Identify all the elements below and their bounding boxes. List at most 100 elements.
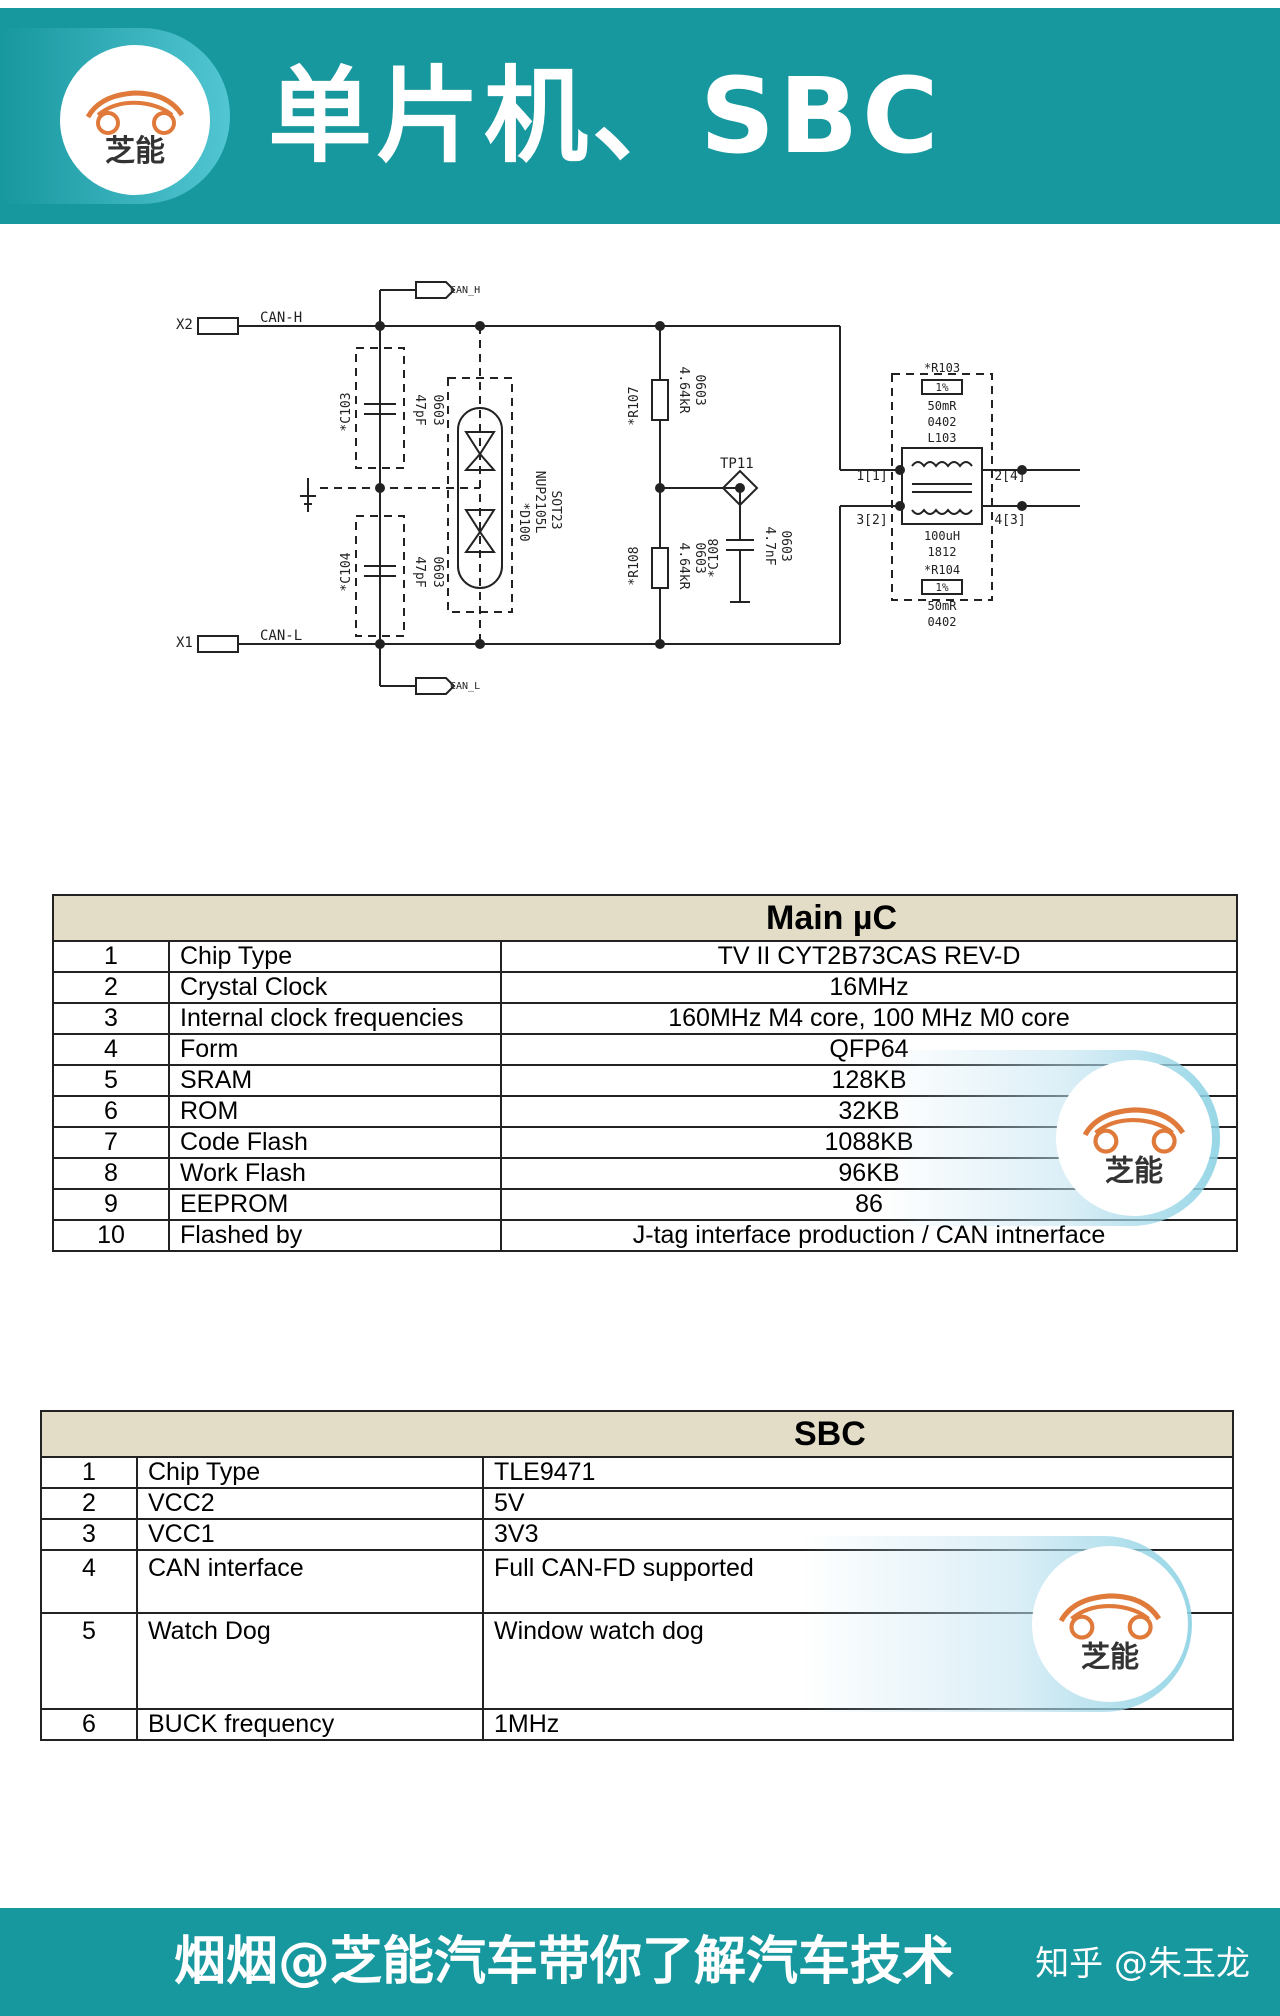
- row-value: 1MHz: [481, 1708, 1235, 1741]
- row-param: Chip Type: [136, 1456, 484, 1489]
- port-can-l: CAN_L: [450, 681, 480, 692]
- label-pin1: 1[1]: [856, 469, 887, 484]
- sbc-header-row: SBC: [39, 1410, 1235, 1458]
- label-c103-val: 47pF: [412, 394, 427, 425]
- label-can-l: CAN-L: [260, 628, 302, 644]
- row-value: TV II CYT2B73CAS REV-D: [500, 940, 1238, 973]
- row-index: 3: [40, 1518, 138, 1551]
- label-c108-pkg: 0603: [778, 530, 793, 561]
- label-r103-tol: 1%: [935, 381, 949, 394]
- label-x2: X2: [176, 317, 193, 333]
- label-c104-pkg: 0603: [430, 556, 445, 587]
- row-index: 7: [52, 1126, 170, 1159]
- row-value: 16MHz: [500, 971, 1238, 1004]
- label-l103-val: 100uH: [924, 529, 960, 543]
- row-index: 10: [52, 1219, 170, 1252]
- row-value: 5V: [481, 1487, 1235, 1520]
- label-c104-val: 47pF: [412, 556, 427, 587]
- row-index: 5: [40, 1612, 138, 1710]
- row-param: Work Flash: [168, 1157, 502, 1190]
- row-index: 6: [40, 1708, 138, 1741]
- label-r108-val: 4.64kR: [676, 543, 691, 590]
- car-logo-icon: 芝能: [1082, 1107, 1186, 1188]
- label-c108-val: 4.7nF: [762, 526, 777, 565]
- row-index: 5: [52, 1064, 170, 1097]
- label-r104-pkg: 0402: [928, 615, 957, 629]
- page-title: 单片机、SBC: [268, 55, 943, 177]
- label-l103: L103: [928, 431, 957, 445]
- logo-text: 芝能: [105, 134, 165, 169]
- car-logo-icon: 芝能: [85, 90, 185, 169]
- row-param: BUCK frequency: [136, 1708, 484, 1741]
- label-r103-pkg: 0402: [928, 415, 957, 429]
- label-c108: *C108: [707, 538, 722, 577]
- label-r108: *R108: [627, 546, 642, 585]
- row-param: ROM: [168, 1095, 502, 1128]
- row-index: 2: [40, 1487, 138, 1520]
- watermark-logo: 芝能: [880, 1050, 1220, 1226]
- row-param: VCC2: [136, 1487, 484, 1520]
- can-circuit-schematic: X2 CAN-H CAN_H X1 CAN-L CAN_L *C103 47pF…: [176, 281, 1080, 695]
- main-uc-title: Main µC: [52, 894, 1238, 942]
- label-pin3: 3[2]: [856, 513, 887, 528]
- watermark-circle: 芝能: [1032, 1546, 1188, 1702]
- label-c104: *C104: [339, 552, 354, 591]
- label-x1: X1: [176, 635, 193, 651]
- watermark-circle: 芝能: [1056, 1060, 1212, 1216]
- label-d100-pkg: SOT23: [548, 490, 563, 529]
- header-banner: 芝能 单片机、SBC: [0, 8, 1280, 224]
- label-d100: *D100: [516, 502, 531, 541]
- label-l103-pkg: 1812: [928, 545, 957, 559]
- row-index: 9: [52, 1188, 170, 1221]
- watermark-logo: 芝能: [800, 1536, 1192, 1712]
- label-r107-val: 4.64kR: [676, 367, 691, 414]
- row-value: TLE9471: [481, 1456, 1235, 1489]
- row-param: Watch Dog: [136, 1612, 484, 1710]
- row-param: Flashed by: [168, 1219, 502, 1252]
- row-index: 1: [40, 1456, 138, 1489]
- label-d100-part: NUP2105L: [532, 471, 547, 534]
- label-tp11: TP11: [720, 456, 754, 472]
- brand-logo: 芝能: [60, 45, 210, 195]
- row-index: 8: [52, 1157, 170, 1190]
- main-uc-header-row: Main µC: [52, 894, 1238, 942]
- row-param: Chip Type: [168, 940, 502, 973]
- row-param: SRAM: [168, 1064, 502, 1097]
- label-r104-val: 50mR: [928, 599, 958, 613]
- label-r108-pkg: 0603: [692, 542, 707, 573]
- connector-x2: [197, 317, 239, 335]
- row-param: Crystal Clock: [168, 971, 502, 1004]
- row-param: Code Flash: [168, 1126, 502, 1159]
- footer-credit[interactable]: 知乎 @朱玉龙: [1035, 1944, 1250, 1984]
- label-r104: *R104: [924, 563, 960, 577]
- watermark-text: 芝能: [1105, 1154, 1163, 1188]
- row-index: 1: [52, 940, 170, 973]
- row-index: 4: [52, 1033, 170, 1066]
- sbc-title: SBC: [39, 1410, 1235, 1458]
- row-param: EEPROM: [168, 1188, 502, 1221]
- row-index: 3: [52, 1002, 170, 1035]
- footer-slogan: 烟烟@芝能汽车带你了解汽车技术: [174, 1932, 955, 1992]
- row-index: 4: [40, 1549, 138, 1614]
- label-r104-tol: 1%: [935, 581, 949, 594]
- label-pin4: 4[3]: [994, 513, 1025, 528]
- row-value: 160MHz M4 core, 100 MHz M0 core: [500, 1002, 1238, 1035]
- row-param: Form: [168, 1033, 502, 1066]
- row-param: VCC1: [136, 1518, 484, 1551]
- label-r107: *R107: [627, 386, 642, 425]
- row-index: 2: [52, 971, 170, 1004]
- row-param: Internal clock frequencies: [168, 1002, 502, 1035]
- footer-banner: 烟烟@芝能汽车带你了解汽车技术 知乎 @朱玉龙: [0, 1908, 1280, 2016]
- watermark-text: 芝能: [1081, 1640, 1139, 1674]
- port-can-h: CAN_H: [450, 285, 480, 296]
- label-c103: *C103: [339, 392, 354, 431]
